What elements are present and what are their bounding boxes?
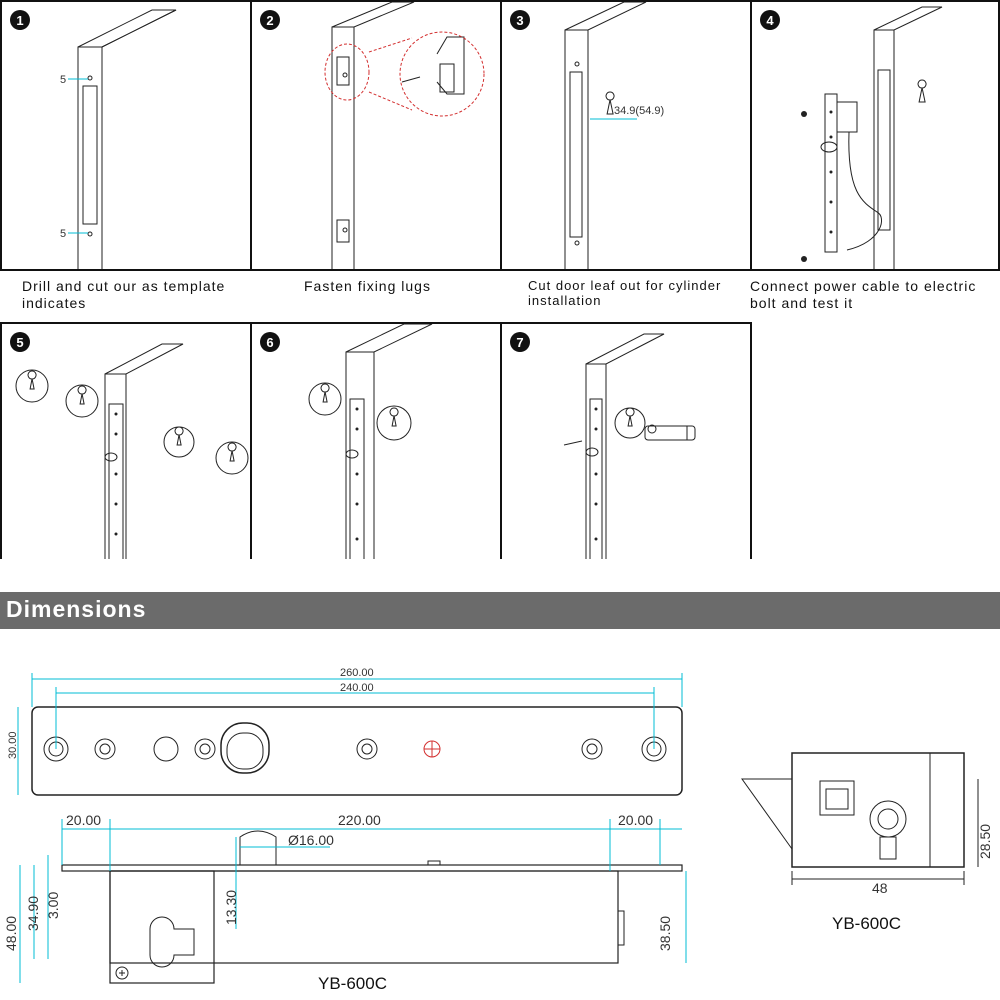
step-2-caption: Fasten fixing lugs [304,278,431,294]
escutcheon-fitted-illustration [308,324,433,559]
dim-backset: 34.90 [25,896,41,931]
side-model-label: YB-600C [832,914,901,933]
dim-end-right: 20.00 [618,812,653,828]
dim-body-height: 48.00 [3,916,19,951]
dimensions-header-bar: Dimensions [0,592,1000,629]
power-cable-illustration [801,6,943,269]
step-7-panel: 7 [500,322,752,559]
step-1-panel: 1 5 5 [0,0,252,271]
dimensions-title: Dimensions [6,596,147,622]
step-number-badge: 5 [10,332,30,352]
step-4-panel: 4 [750,0,1000,271]
step-number-badge: 6 [260,332,280,352]
drill-bottom-label: 5 [60,228,66,240]
faceplate-top-view: 260.00 240.00 30.00 [7,667,683,796]
step-number-badge: 4 [760,10,780,30]
dim-overall-length: 260.00 [340,667,374,679]
step-3-caption: Cut door leaf out for cylinder installat… [528,278,722,308]
step-6-panel: 6 [250,322,502,559]
dim-plate-thickness: 3.00 [45,892,61,919]
dim-end-left: 20.00 [66,812,101,828]
bolt-front-view: 20.00 220.00 20.00 Ø16.00 13.30 48.00 34… [3,812,687,993]
dim-bolt-projection: 13.30 [223,890,239,925]
step-5-panel: 5 [0,322,252,559]
escutcheon-install-illustration [15,343,249,559]
step-number-badge: 2 [260,10,280,30]
door-drilling-illustration: 5 5 [60,9,177,269]
dim-body-depth: 38.50 [657,916,673,951]
dim-side-height: 28.50 [977,824,993,859]
step-number-badge: 1 [10,10,30,30]
step-number-badge: 7 [510,332,530,352]
dim-side-width: 48 [872,880,888,896]
step-4-caption: Connect power cable to electric bolt and… [750,278,977,311]
cylinder-cut-dimension: 34.9(54.9) [614,105,664,117]
dim-hole-spacing: 240.00 [340,682,374,694]
dim-bolt-diameter: Ø16.00 [288,832,334,848]
dim-center-span: 220.00 [338,812,381,828]
dim-plate-height: 30.00 [7,731,19,759]
fixing-lug-illustration [324,2,485,269]
bolt-side-view: 48 28.50 YB-600C [741,752,993,933]
front-model-label: YB-600C [318,974,387,993]
step-3-panel: 3 34.9(54.9) [500,0,752,271]
step-1-caption: Drill and cut our as template indicates [22,278,226,311]
cylinder-cutout-illustration: 34.9(54.9) [564,2,664,269]
cylinder-install-illustration [563,333,696,559]
step-number-badge: 3 [510,10,530,30]
step-2-panel: 2 [250,0,502,271]
dimension-drawing: 260.00 240.00 30.00 20.00 220.00 20.00 Ø… [3,667,993,993]
drill-top-label: 5 [60,74,66,86]
